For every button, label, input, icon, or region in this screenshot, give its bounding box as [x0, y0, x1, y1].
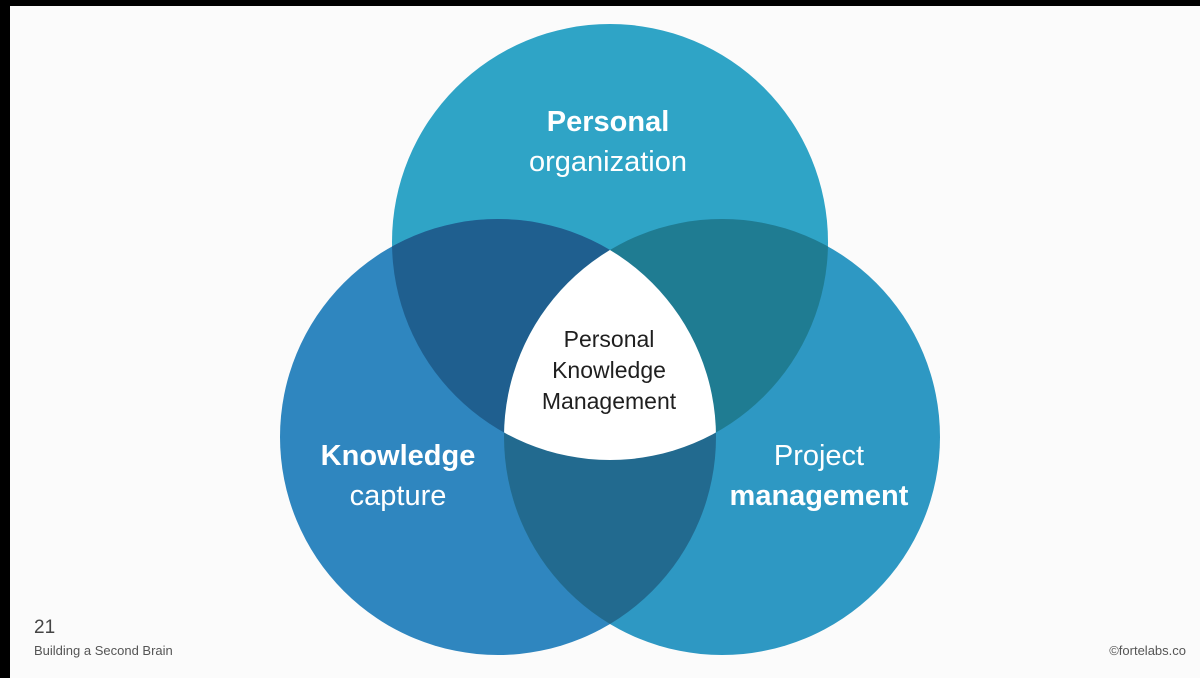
label-personal-organization: Personal organization	[498, 102, 718, 182]
label-personal: Personal	[546, 106, 670, 138]
label-personal-knowledge-management: Personal Knowledge Management	[509, 324, 709, 417]
center-intersection	[504, 219, 716, 460]
label-capture: capture	[349, 480, 447, 512]
label-knowledge-capture: Knowledge capture	[288, 436, 508, 516]
center-line-2: Knowledge	[552, 357, 666, 383]
label-organization: organization	[529, 146, 687, 178]
slide-number: 21	[34, 617, 56, 638]
label-management: management	[729, 480, 909, 512]
center-line-1: Personal	[563, 326, 655, 352]
footer-credit: ©fortelabs.co	[1109, 643, 1186, 658]
footer-title: Building a Second Brain	[34, 643, 173, 658]
label-knowledge: Knowledge	[320, 440, 476, 472]
center-line-3: Management	[541, 388, 677, 414]
label-project-management: Project management	[704, 436, 934, 516]
label-project: Project	[773, 440, 865, 472]
venn-diagram	[280, 24, 940, 655]
slide: Personal organization Knowledge capture …	[10, 6, 1200, 678]
